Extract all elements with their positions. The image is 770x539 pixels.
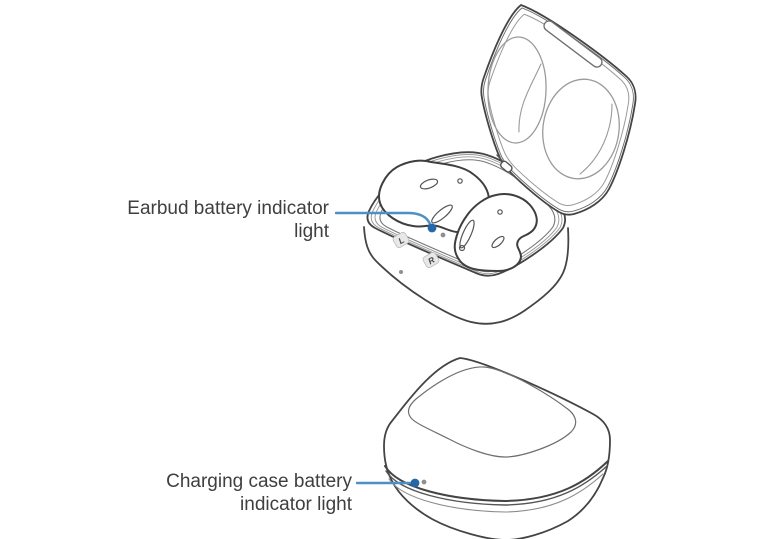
case-front-indicator-light xyxy=(399,270,403,274)
lid-inner-line xyxy=(483,7,634,213)
case-body-wall xyxy=(363,226,570,325)
earbud-right-mic-hole xyxy=(497,209,503,215)
lid-earbud-recess-right xyxy=(542,78,620,180)
charging-case-battery-indicator-light xyxy=(421,479,427,485)
lid-earbud-recess-left xyxy=(487,36,547,144)
earbud-right-wing-slot xyxy=(459,219,475,249)
earbud-right-sensor-hole xyxy=(458,244,466,252)
open-case-lid xyxy=(480,4,637,216)
case-hinge xyxy=(496,154,521,182)
earbud-left-wing-slot xyxy=(431,204,453,224)
badge-left-letter: L xyxy=(396,235,406,246)
earbud-right xyxy=(453,193,538,272)
closed-case-lid-top xyxy=(407,366,577,458)
leader-line-earbud xyxy=(334,211,432,226)
badge-left: L xyxy=(392,232,410,248)
closed-case-figure xyxy=(383,357,611,539)
leader-dot-case xyxy=(410,478,420,488)
badge-right-letter: R xyxy=(426,254,437,266)
case-indicator-label: Charging case battery indicator light xyxy=(166,470,352,516)
case-indicator-label-line2: indicator light xyxy=(240,494,352,515)
earbud-left-touch-slot xyxy=(419,178,439,190)
earbud-indicator-label-line1: Earbud battery indicator xyxy=(127,198,329,219)
earbud-indicator-label-line2: light xyxy=(294,221,329,242)
earbud-right-touch-slot xyxy=(491,235,505,249)
lid-vent-slot xyxy=(543,20,603,68)
earbud-right-outline xyxy=(453,193,538,272)
earbud-battery-indicator-light xyxy=(440,232,446,238)
badge-right: R xyxy=(422,252,440,268)
leader-dot-earbud xyxy=(427,223,437,233)
open-case-figure: L R xyxy=(363,4,637,325)
callout-leaders xyxy=(334,211,437,488)
earbud-left-mic-hole xyxy=(457,178,463,184)
case-indicator-label-line1: Charging case battery xyxy=(166,471,352,492)
earbud-indicator-label: Earbud battery indicator light xyxy=(127,197,329,243)
